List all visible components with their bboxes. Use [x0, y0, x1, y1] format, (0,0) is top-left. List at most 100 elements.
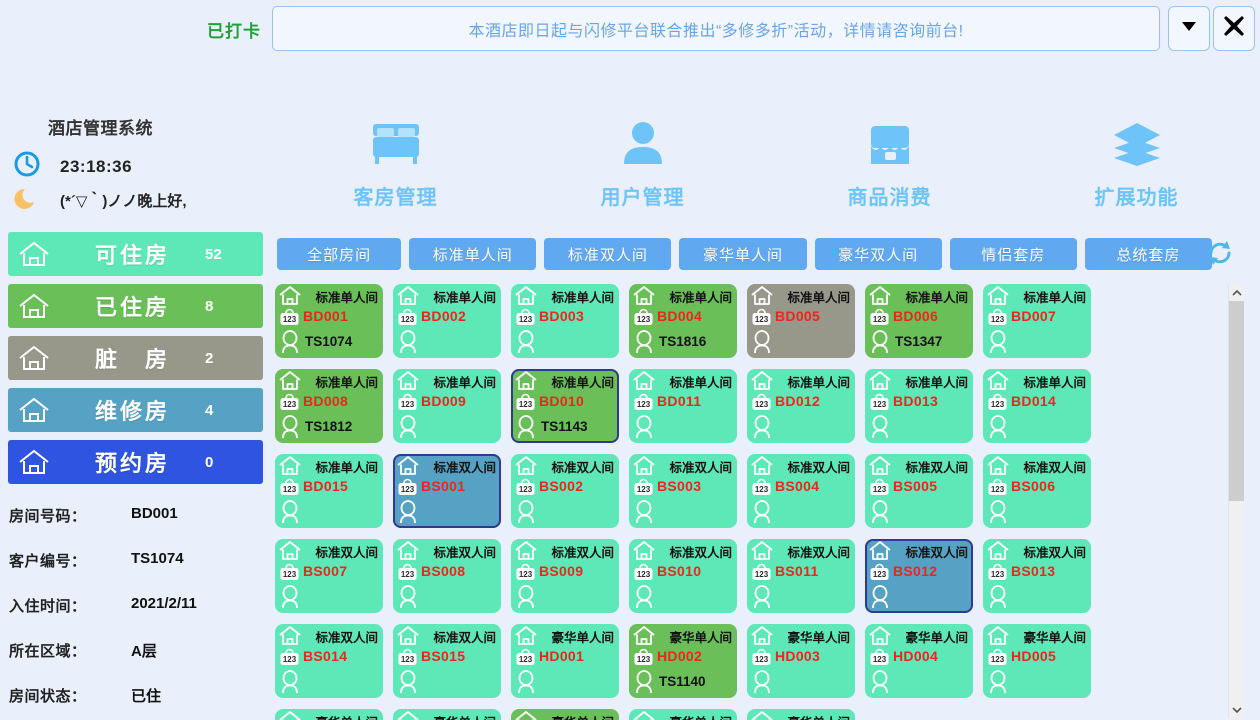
status-filter-reserved[interactable]: 预约房 0: [8, 440, 263, 484]
tab-room-type-0[interactable]: 全部房间: [277, 238, 402, 270]
person-icon: [515, 415, 537, 443]
person-icon: [987, 415, 1009, 443]
room-type-label: 标准单人间: [905, 376, 968, 390]
number-tag-icon: 123: [515, 478, 536, 502]
person-icon: [279, 415, 301, 443]
shop-icon: [859, 118, 921, 175]
tab-room-type-6[interactable]: 总统套房: [1084, 238, 1212, 270]
number-tag-icon: 123: [633, 648, 654, 672]
number-tag-icon: 123: [633, 393, 654, 417]
person-icon: [869, 415, 891, 443]
number-tag-icon: 123: [279, 393, 300, 417]
nav-item-extended-functions[interactable]: 扩展功能: [1013, 110, 1260, 225]
room-card[interactable]: 豪华单人间123HD007: [393, 709, 501, 720]
notice-banner[interactable]: 本酒店即日起与闪修平台联合推出“多修多折”活动，详情请咨询前台!: [272, 6, 1160, 51]
home-icon: [750, 540, 774, 567]
nav-item-room-management[interactable]: 客房管理: [272, 110, 519, 225]
scroll-up-button[interactable]: [1229, 285, 1244, 301]
room-card[interactable]: 豪华单人间123HD008TS1492: [511, 709, 619, 720]
svg-text:123: 123: [283, 655, 297, 664]
home-icon: [632, 710, 656, 720]
tab-room-type-2[interactable]: 标准双人间: [544, 238, 672, 270]
room-card[interactable]: 豪华单人间123HD006: [275, 709, 383, 720]
status-filter-occupied[interactable]: 已住房 8: [8, 284, 263, 328]
number-tag-icon: 123: [397, 478, 418, 502]
room-type-label: 豪华单人间: [315, 712, 378, 720]
nav-item-goods-consumption[interactable]: 商品消费: [766, 110, 1013, 225]
person-icon: [397, 585, 419, 613]
tab-room-type-3[interactable]: 豪华单人间: [679, 238, 807, 270]
room-type-label: 标准单人间: [315, 376, 378, 390]
tab-room-type-4[interactable]: 豪华双人间: [814, 238, 942, 270]
room-type-label: 标准双人间: [905, 546, 968, 560]
status-filter-available[interactable]: 可住房 52: [8, 232, 263, 276]
scrollbar-thumb[interactable]: [1229, 301, 1244, 501]
home-icon: [632, 370, 656, 397]
status-count: 2: [205, 349, 214, 367]
detail-value: 已住: [131, 688, 162, 705]
svg-text:123: 123: [755, 570, 769, 579]
room-id-label: BD004: [657, 308, 703, 324]
person-icon: [515, 670, 537, 698]
tab-room-type-5[interactable]: 情侣套房: [949, 238, 1077, 270]
svg-text:123: 123: [637, 315, 651, 324]
room-card[interactable]: 豪华单人间123HD009: [629, 709, 737, 720]
room-id-label: HD001: [539, 648, 585, 664]
home-icon: [514, 625, 538, 652]
notice-dropdown-button[interactable]: [1168, 6, 1210, 51]
refresh-button[interactable]: [1204, 239, 1236, 271]
room-card[interactable]: 豪华单人间123HD010: [747, 709, 855, 720]
greeting-row: (*´▽｀)ノノ晚上好,: [12, 183, 187, 218]
guest-id-label: TS1812: [305, 419, 353, 434]
person-icon: [751, 415, 773, 443]
home-icon: [396, 285, 420, 312]
status-filter-maintenance[interactable]: 维修房 4: [8, 388, 263, 432]
number-tag-icon: 123: [515, 393, 536, 417]
nav-item-user-management[interactable]: 用户管理: [519, 110, 766, 225]
status-filter-dirty[interactable]: 脏 房 2: [8, 336, 263, 380]
notice-close-button[interactable]: [1213, 6, 1255, 51]
tab-room-type-1[interactable]: 标准单人间: [409, 238, 537, 270]
tab-label: 全部房间: [307, 246, 372, 264]
room-grid-scrollbar[interactable]: [1228, 285, 1244, 718]
guest-id-label: TS1816: [659, 334, 707, 349]
scroll-down-button[interactable]: [1229, 702, 1244, 718]
person-icon: [987, 330, 1009, 358]
